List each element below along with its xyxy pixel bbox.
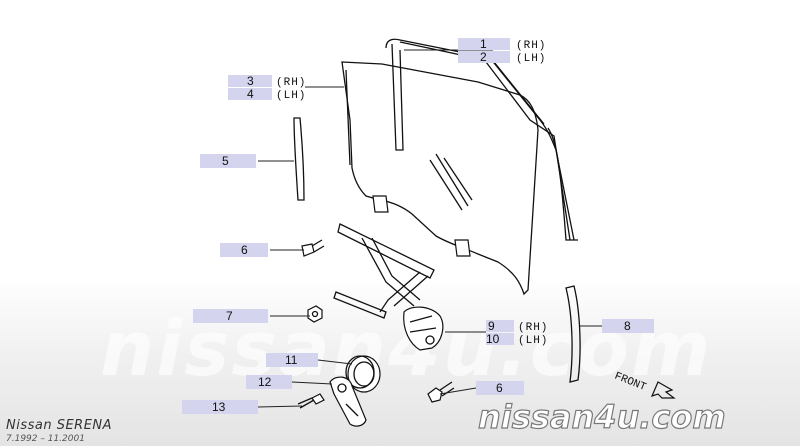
callout-number: 3 xyxy=(247,74,254,88)
callout-number: 4 xyxy=(247,87,254,101)
model-years: 7.1992 – 11.2001 xyxy=(6,434,85,444)
callout-side: (LH) xyxy=(516,53,546,65)
callout-number: 12 xyxy=(258,375,272,389)
callout-11: 11 xyxy=(266,353,318,367)
callout-number: 5 xyxy=(222,154,229,168)
callout-6a: 6 xyxy=(220,243,268,257)
bolt-lower xyxy=(427,381,455,403)
regulator-handle xyxy=(329,376,367,427)
callout-number: 6 xyxy=(241,243,248,257)
callout-side: (LH) xyxy=(276,90,306,102)
model-info: Nissan SERENA 7.1992 – 11.2001 xyxy=(6,418,112,444)
callout-6b: 6 xyxy=(476,381,524,395)
callout-number: 10 xyxy=(486,332,500,346)
callout-side: (RH) xyxy=(516,40,546,52)
callout-9: 9 (RH) xyxy=(486,319,548,334)
callout-2: 2 (LH) xyxy=(458,50,546,65)
callout-number: 8 xyxy=(624,319,631,333)
callout-12: 12 xyxy=(246,375,292,389)
bolt-upper xyxy=(301,239,325,257)
window-regulator xyxy=(333,223,444,351)
callout-number: 1 xyxy=(480,37,487,51)
callout-8: 8 xyxy=(602,319,654,333)
handle-seat xyxy=(345,355,381,393)
model-name: Nissan SERENA xyxy=(6,418,112,433)
sash-strip xyxy=(293,117,305,201)
callout-number: 6 xyxy=(496,381,503,395)
screw xyxy=(297,393,325,409)
glass-run-channel xyxy=(385,38,578,241)
callout-number: 7 xyxy=(226,309,233,323)
callout-13: 13 xyxy=(182,400,258,414)
callout-4: 4 (LH) xyxy=(228,87,306,102)
callout-7: 7 xyxy=(193,309,268,323)
callout-5: 5 xyxy=(200,154,256,168)
door-glass xyxy=(341,61,539,296)
front-arrow-icon xyxy=(650,381,676,399)
callout-side: (RH) xyxy=(518,322,548,334)
callout-1: 1 (RH) xyxy=(458,37,546,52)
callout-number: 2 xyxy=(480,50,487,64)
callout-side: (LH) xyxy=(518,335,548,347)
callout-side: (RH) xyxy=(276,77,306,89)
callout-number: 9 xyxy=(488,319,495,333)
callout-10: 10 (LH) xyxy=(486,332,548,347)
callout-3: 3 (RH) xyxy=(228,74,306,89)
callout-number: 11 xyxy=(285,353,298,367)
rear-channel xyxy=(565,285,581,383)
leader-lines xyxy=(257,49,602,408)
callout-number: 13 xyxy=(212,400,226,414)
watermark-corner: nissan4u.com xyxy=(478,398,726,436)
nut xyxy=(307,305,323,323)
